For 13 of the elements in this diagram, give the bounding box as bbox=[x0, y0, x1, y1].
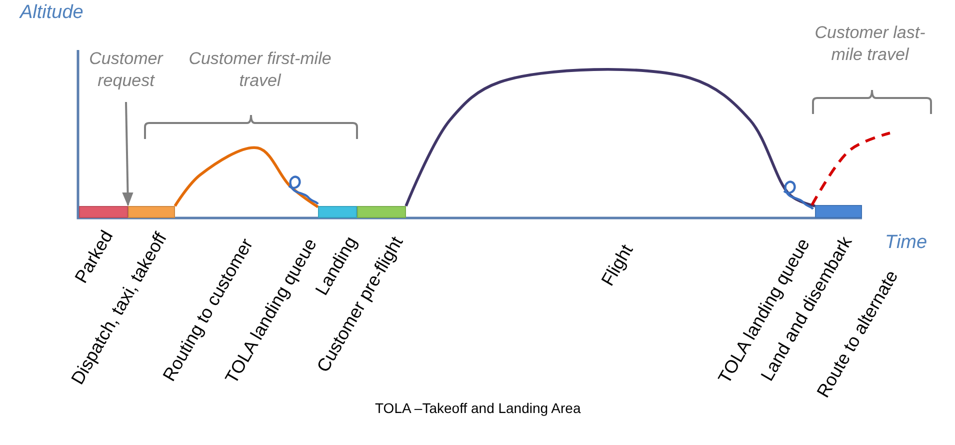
phase-bar bbox=[318, 206, 357, 218]
dashed-line bbox=[810, 132, 890, 206]
bracket-label: Customer first-mile travel bbox=[188, 48, 332, 92]
phase-bar bbox=[79, 206, 128, 218]
phase-bar bbox=[128, 206, 175, 218]
axis-title: Altitude bbox=[20, 2, 84, 24]
bracket-label: Customer last-mile travel bbox=[814, 22, 926, 66]
phase-bar bbox=[815, 205, 862, 218]
axis-title: Time bbox=[885, 232, 928, 254]
callout-text: Customer request bbox=[76, 48, 176, 96]
arrow bbox=[122, 102, 134, 206]
phase-bar bbox=[357, 206, 406, 218]
footnote: TOLA –Takeoff and Landing Area bbox=[375, 400, 581, 416]
